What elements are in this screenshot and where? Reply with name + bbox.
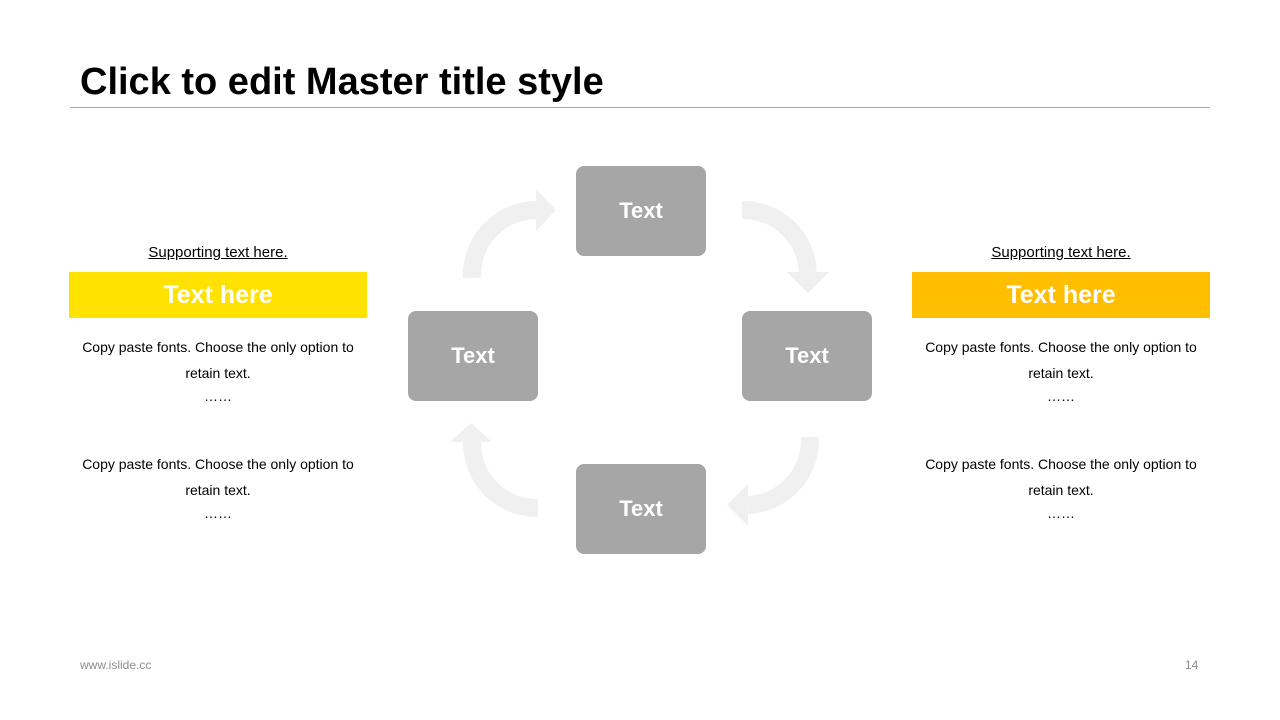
right-body-2-text[interactable]: Copy paste fonts. Choose the only option… [925,456,1197,498]
right-body-1-ellipsis: …… [1047,388,1075,404]
left-body-1-ellipsis: …… [204,388,232,404]
arrowhead-top-right-icon [787,272,829,293]
cycle-box-left[interactable]: Text [408,311,538,401]
left-body-2-ellipsis: …… [204,505,232,521]
cycle-box-bottom[interactable]: Text [576,464,706,554]
right-body-1-text[interactable]: Copy paste fonts. Choose the only option… [925,339,1197,381]
cycle-box-right[interactable]: Text [742,311,872,401]
arrowhead-bottom-left-icon [450,423,492,442]
left-supporting-text[interactable]: Supporting text here. [148,244,288,261]
left-heading-banner[interactable]: Text here [69,272,367,318]
page-number: 14 [1185,658,1199,672]
right-body-1: Copy paste fonts. Choose the only option… [912,334,1210,406]
arrowhead-bottom-right-icon [727,484,748,526]
right-body-2-ellipsis: …… [1047,505,1075,521]
arrowhead-top-left-icon [536,189,556,231]
right-supporting-text[interactable]: Supporting text here. [991,244,1131,261]
arrow-top-left-icon [462,200,538,279]
title-divider [70,107,1210,108]
arrow-top-right-icon [741,200,817,273]
left-body-1: Copy paste fonts. Choose the only option… [69,334,367,406]
slide-title[interactable]: Click to edit Master title style [80,61,604,103]
cycle-box-top[interactable]: Text [576,166,706,256]
arrow-bottom-left-icon [462,441,539,518]
left-body-1-text[interactable]: Copy paste fonts. Choose the only option… [82,339,354,381]
right-body-2: Copy paste fonts. Choose the only option… [912,451,1210,523]
footer-url: www.islide.cc [80,658,152,672]
right-heading-banner[interactable]: Text here [912,272,1210,318]
left-body-2-text[interactable]: Copy paste fonts. Choose the only option… [82,456,354,498]
left-panel: Supporting text here. Text here Copy pas… [69,242,367,523]
right-panel: Supporting text here. Text here Copy pas… [912,242,1210,523]
arrow-bottom-right-icon [747,436,820,514]
left-body-2: Copy paste fonts. Choose the only option… [69,451,367,523]
